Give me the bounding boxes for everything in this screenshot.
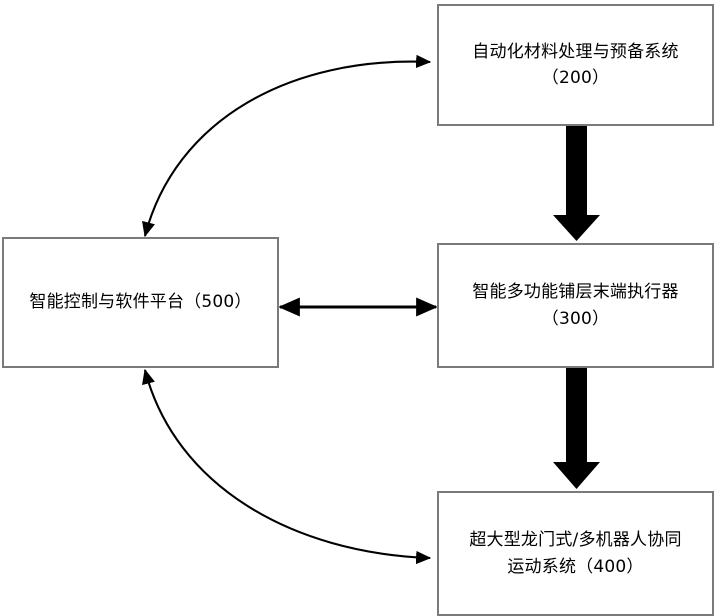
node-intelligent-control-software-platform[interactable]: 智能控制与软件平台（500） <box>2 237 279 368</box>
node-label-500: 智能控制与软件平台（500） <box>29 292 252 313</box>
node-automated-material-handling-system[interactable]: 自动化材料处理与预备系统 （200） <box>437 4 714 126</box>
node-intelligent-multifunction-layup-end-effector[interactable]: 智能多功能铺层末端执行器 （300） <box>437 243 714 368</box>
node-large-gantry-multirobot-motion-system[interactable]: 超大型龙门式/多机器人协同 运动系统（400） <box>437 491 714 616</box>
node-label-300: 智能多功能铺层末端执行器 （300） <box>472 282 679 329</box>
block-arrow-material-system-to-end-effector <box>553 126 600 241</box>
connector-platform-to-material-system <box>142 54 432 238</box>
block-arrow-end-effector-to-gantry-system <box>553 368 600 489</box>
connector-platform-to-gantry-system <box>142 368 432 565</box>
node-label-200: 自动化材料处理与预备系统 （200） <box>472 41 679 88</box>
node-label-400: 超大型龙门式/多机器人协同 运动系统（400） <box>469 530 682 577</box>
